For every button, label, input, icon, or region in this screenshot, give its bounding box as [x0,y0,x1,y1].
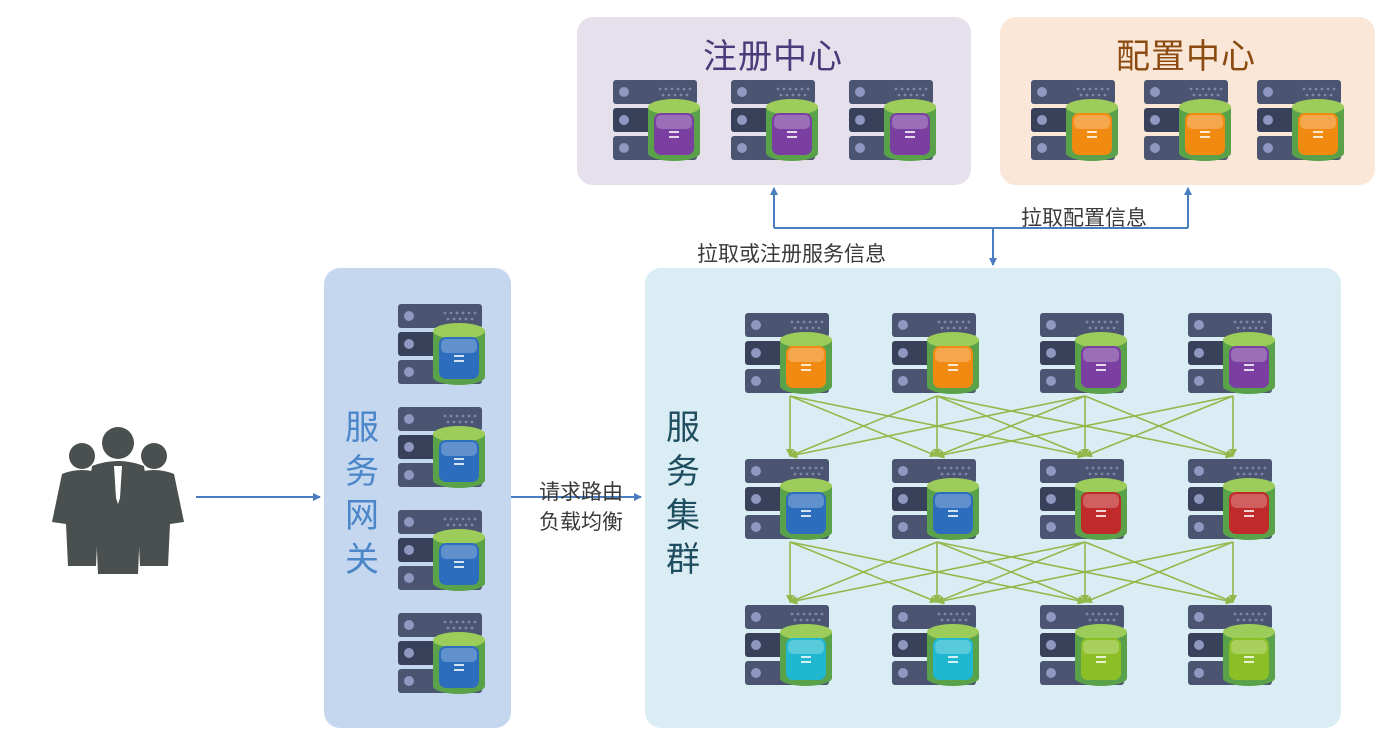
cluster-server [1039,604,1127,688]
server-rack-icon [1040,605,1127,686]
cluster-server [1187,458,1275,542]
database-cylinder-icon [884,99,936,161]
database-cylinder-icon [927,624,979,686]
gateway-server [397,509,485,593]
cluster-server [891,604,979,688]
load-balance-label: 负载均衡 [539,510,623,534]
database-cylinder-icon [780,332,832,394]
registry-server [730,79,818,163]
server-rack-icon [1188,459,1275,540]
server-rack-icon [892,313,979,394]
service-call-arrow [789,395,938,458]
server-rack-icon [745,313,832,394]
config-title: 配置中心 [1116,37,1256,77]
service-call-arrow [936,541,1234,605]
gateway-server [397,406,485,490]
server-rack-icon [398,407,485,488]
cluster-server [1039,458,1127,542]
database-cylinder-icon [433,323,485,385]
gateway-server [397,303,485,387]
server-rack-icon [1257,80,1344,161]
database-cylinder-icon [780,624,832,686]
service-call-arrow [789,541,1086,605]
database-cylinder-icon [433,632,485,694]
server-rack-icon [1188,313,1275,394]
server-rack-icon [1031,80,1118,161]
database-cylinder-icon [1223,332,1275,394]
database-cylinder-icon [1179,99,1231,161]
server-rack-icon [398,613,485,694]
server-rack-icon [745,459,832,540]
server-rack-icon [398,304,485,385]
database-cylinder-icon [1066,99,1118,161]
pull-register-label: 拉取或注册服务信息 [697,242,886,266]
server-rack-icon [731,80,818,161]
server-rack-icon [1144,80,1231,161]
cluster-server [744,312,832,396]
config-server [1143,79,1231,163]
cluster-server [744,604,832,688]
service-call-arrow [1084,541,1234,604]
cluster-server [891,458,979,542]
gateway-title: 服务网关 [345,408,379,580]
pull-config-label: 拉取配置信息 [1021,206,1147,230]
service-call-arrow [936,395,1086,458]
database-cylinder-icon [433,426,485,488]
database-cylinder-icon [648,99,700,161]
cluster-server [1039,312,1127,396]
database-cylinder-icon [927,478,979,540]
server-rack-icon [745,605,832,686]
database-cylinder-icon [433,529,485,591]
server-rack-icon [1040,459,1127,540]
users-group-icon [52,427,184,574]
cluster-server [744,458,832,542]
database-cylinder-icon [1075,478,1127,540]
cluster-server [1187,604,1275,688]
service-call-arrow [789,541,938,604]
inter-service-arrows [786,395,1237,605]
request-routing-label: 请求路由 [539,480,623,504]
server-rack-icon [398,510,485,591]
database-cylinder-icon [1223,624,1275,686]
registry-title: 注册中心 [703,37,843,77]
config-server [1256,79,1344,163]
gateway-server [397,612,485,696]
database-cylinder-icon [1075,332,1127,394]
server-rack-icon [892,459,979,540]
database-cylinder-icon [780,478,832,540]
server-rack-icon [892,605,979,686]
service-call-arrow [1084,395,1234,458]
database-cylinder-icon [766,99,818,161]
cluster-server [1187,312,1275,396]
config-server [1030,79,1118,163]
database-cylinder-icon [1075,624,1127,686]
database-cylinder-icon [1223,478,1275,540]
server-rack-icon [613,80,700,161]
service-call-arrow [936,541,1086,604]
service-call-arrow [936,395,1234,459]
cluster-server [891,312,979,396]
server-rack-icon [1188,605,1275,686]
server-rack-icon [849,80,936,161]
server-rack-icon [1040,313,1127,394]
cluster-title: 服务集群 [666,408,700,580]
control-arrows [196,187,1192,501]
database-cylinder-icon [927,332,979,394]
registry-server [848,79,936,163]
database-cylinder-icon [1292,99,1344,161]
service-call-arrow [789,395,1086,459]
registry-server [612,79,700,163]
